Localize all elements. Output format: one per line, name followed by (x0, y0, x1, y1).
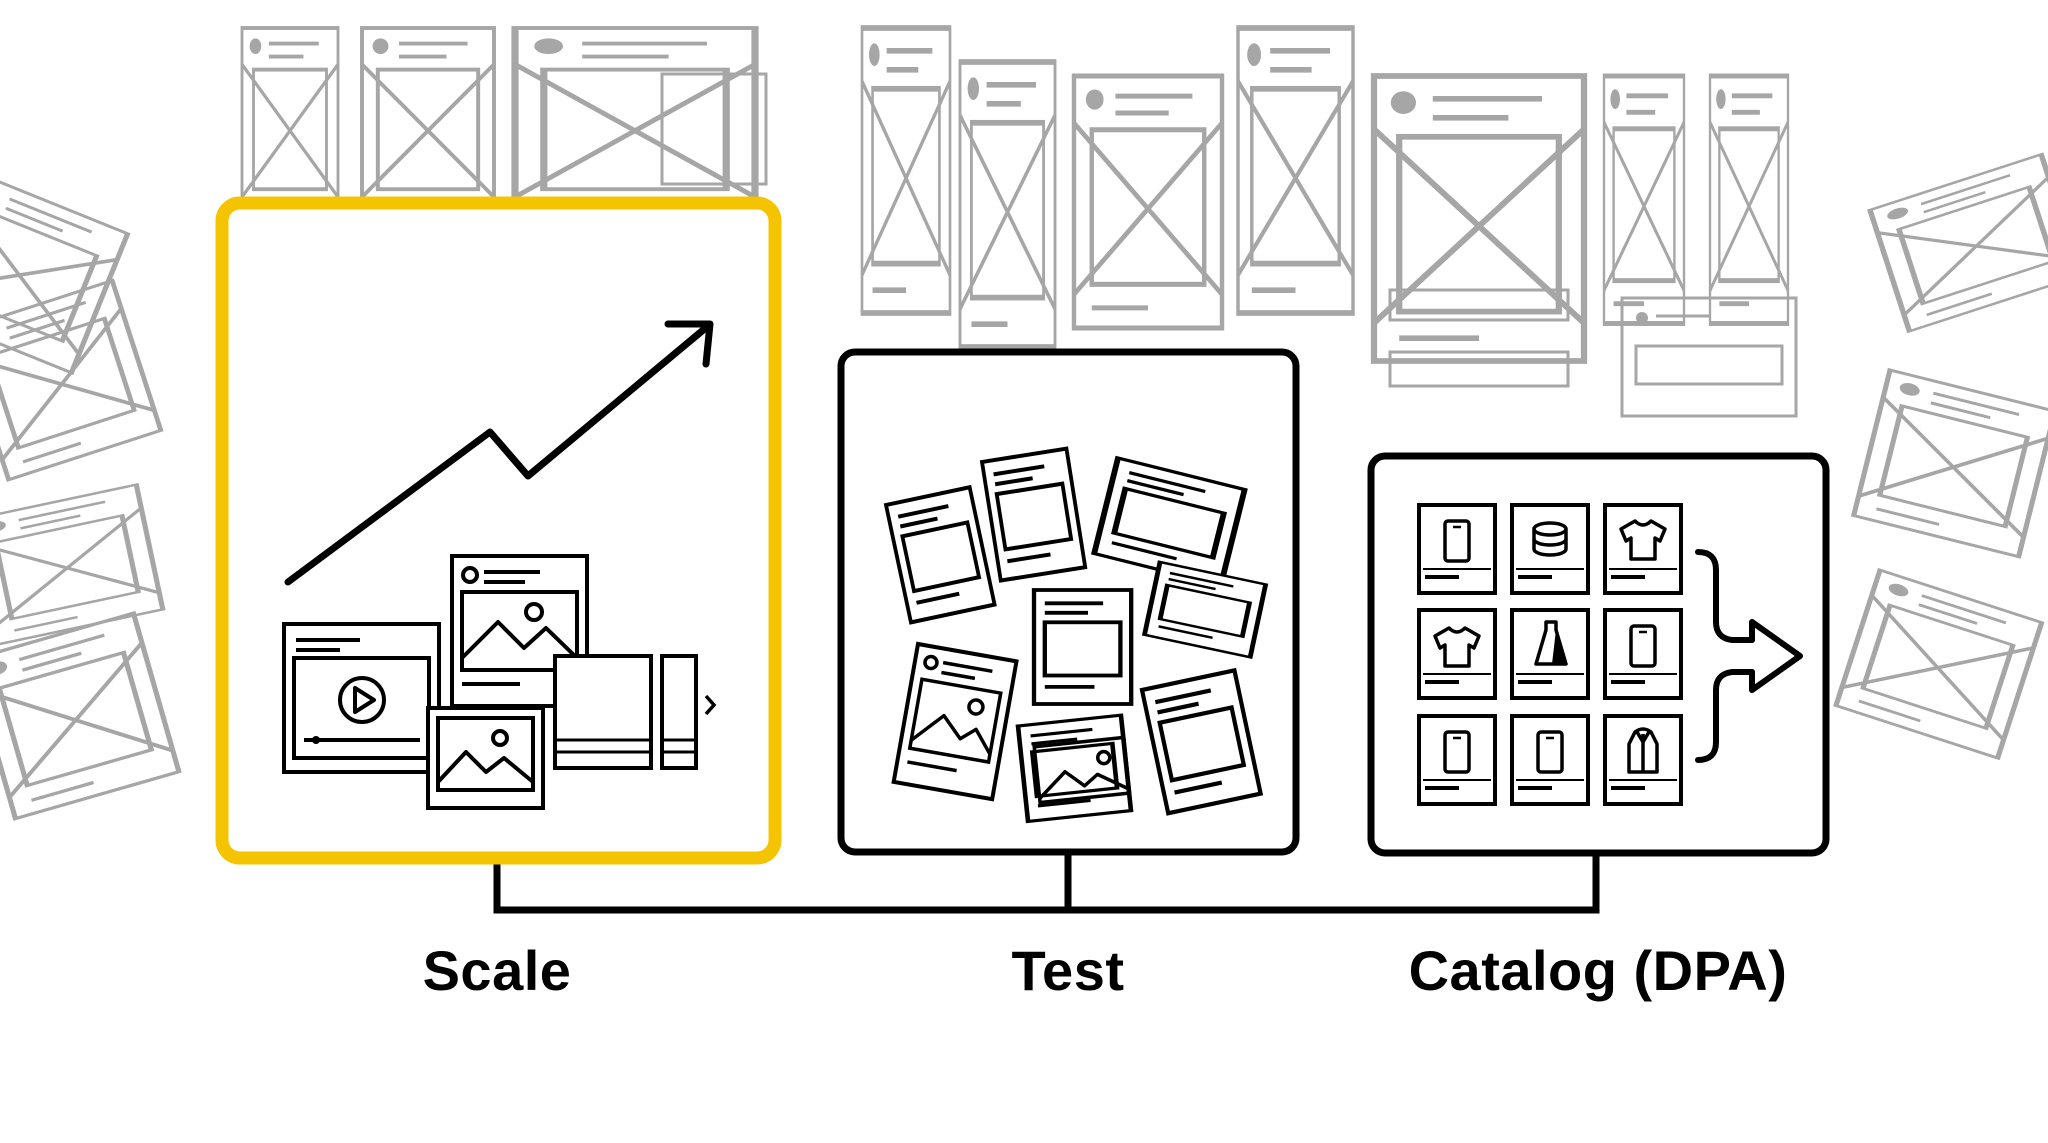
wireframe-card (0, 170, 128, 373)
test-panel[interactable] (837, 348, 1300, 856)
carousel-ad-icon (553, 654, 717, 770)
connector-tree (493, 852, 1600, 914)
wireframe-card (1870, 154, 2048, 331)
scale-label: Scale (422, 939, 572, 1002)
video-ad-icon (282, 622, 441, 774)
wireframe-card (1854, 370, 2048, 557)
wireframe-card (1074, 76, 1222, 328)
ad-variant-card (1034, 590, 1131, 704)
wireframe-card (1710, 76, 1788, 324)
product-tile (1510, 503, 1590, 595)
scale-panel[interactable] (215, 196, 782, 865)
wireframe-card (960, 62, 1055, 347)
wireframe-card (862, 28, 950, 313)
catalog-panel[interactable] (1367, 452, 1830, 857)
wireframe-card (1374, 76, 1584, 361)
product-tile (1417, 503, 1497, 595)
wireframe-card (515, 28, 755, 223)
product-grid (1417, 503, 1683, 806)
wireframe-card (1604, 76, 1684, 324)
image-ad-variant (891, 641, 1019, 802)
database-icon (1532, 521, 1568, 557)
product-tile (1417, 608, 1497, 700)
wireframe-card (0, 613, 179, 818)
wireframe-card (0, 485, 163, 645)
image-ad-icon (426, 706, 545, 810)
wireframe-card (0, 281, 161, 480)
product-tile (1510, 714, 1590, 806)
product-tile (1603, 714, 1683, 806)
background-wireframes (0, 28, 2048, 819)
product-tile (1603, 608, 1683, 700)
image-ad-variant (1032, 735, 1132, 805)
product-tile (1510, 608, 1590, 700)
dress-icon (1534, 620, 1568, 666)
product-tile (1603, 503, 1683, 595)
wireframe-card (240, 26, 340, 225)
jacket-icon (1627, 727, 1659, 774)
ad-variant-card (980, 446, 1088, 583)
trend-arrow-icon (284, 320, 714, 586)
product-tile (1417, 714, 1497, 806)
catalog-label: Catalog (DPA) (1408, 939, 1788, 1002)
wireframe-card (360, 26, 496, 225)
image-ad-icon (450, 554, 589, 708)
wireframe-card (1836, 570, 2042, 758)
wireframe-card (1238, 28, 1353, 313)
test-label: Test (1011, 939, 1125, 1002)
scattered-ad-variant-icons (884, 446, 1266, 822)
arrow-right-icon (1695, 549, 1803, 763)
